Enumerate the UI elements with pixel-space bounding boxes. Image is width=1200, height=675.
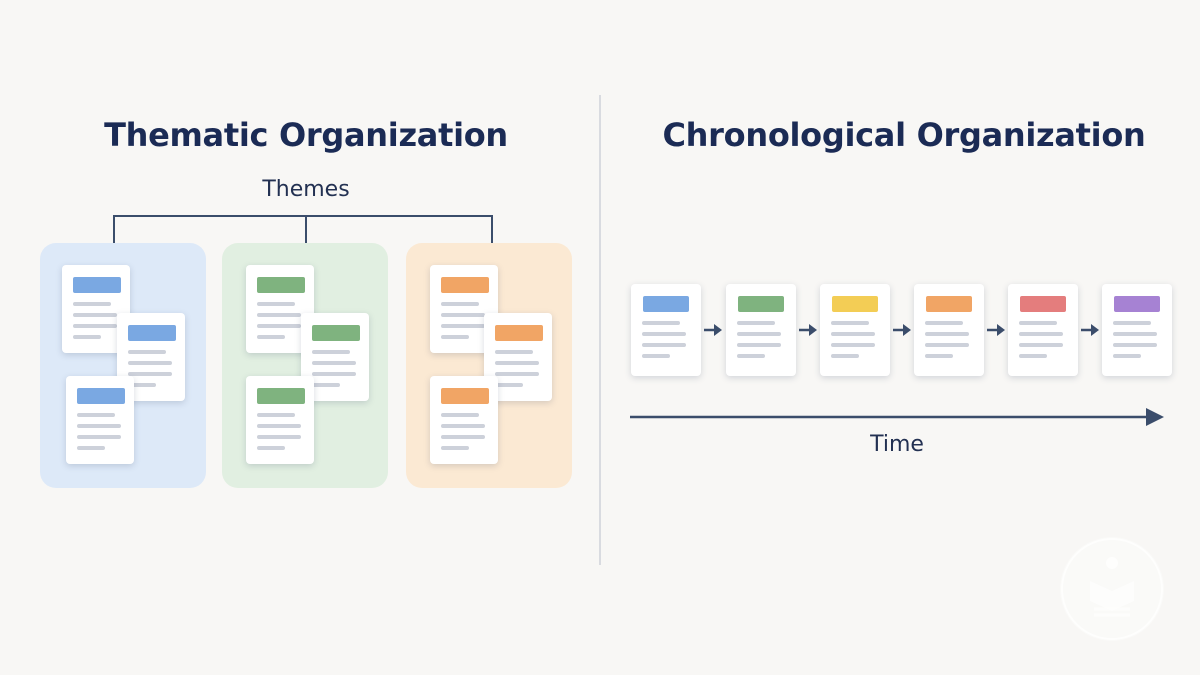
- card-header-bar: [128, 325, 176, 341]
- document-card-icon: [430, 265, 498, 353]
- arrow-right-icon: [893, 324, 911, 336]
- document-card-icon: [726, 284, 796, 376]
- document-card-icon: [430, 376, 498, 464]
- document-card-icon: [66, 376, 134, 464]
- themes-bracket: [113, 215, 493, 243]
- document-card-icon: [820, 284, 890, 376]
- book-logo-icon: [1060, 537, 1164, 641]
- card-header-bar: [257, 277, 305, 293]
- document-card-icon: [631, 284, 701, 376]
- card-header-bar: [832, 296, 878, 312]
- card-header-bar: [312, 325, 360, 341]
- document-card-icon: [301, 313, 369, 401]
- time-label: Time: [870, 432, 924, 457]
- time-axis-arrow: [630, 408, 1164, 426]
- themes-label: Themes: [262, 177, 350, 202]
- document-card-icon: [1008, 284, 1078, 376]
- card-header-bar: [257, 388, 305, 404]
- section-divider: [599, 95, 601, 565]
- card-header-bar: [643, 296, 689, 312]
- card-header-bar: [1020, 296, 1066, 312]
- card-header-bar: [495, 325, 543, 341]
- document-card-icon: [1102, 284, 1172, 376]
- card-header-bar: [73, 277, 121, 293]
- arrow-right-icon: [1081, 324, 1099, 336]
- card-header-bar: [77, 388, 125, 404]
- document-card-icon: [117, 313, 185, 401]
- card-header-bar: [441, 277, 489, 293]
- card-header-bar: [441, 388, 489, 404]
- arrow-right-icon: [799, 324, 817, 336]
- card-header-bar: [1114, 296, 1160, 312]
- card-header-bar: [738, 296, 784, 312]
- arrow-right-icon: [987, 324, 1005, 336]
- document-card-icon: [246, 376, 314, 464]
- thematic-title: Thematic Organization: [104, 116, 508, 154]
- chronological-title: Chronological Organization: [662, 116, 1146, 154]
- arrow-right-icon: [704, 324, 722, 336]
- document-card-icon: [914, 284, 984, 376]
- card-header-bar: [926, 296, 972, 312]
- document-card-icon: [62, 265, 130, 353]
